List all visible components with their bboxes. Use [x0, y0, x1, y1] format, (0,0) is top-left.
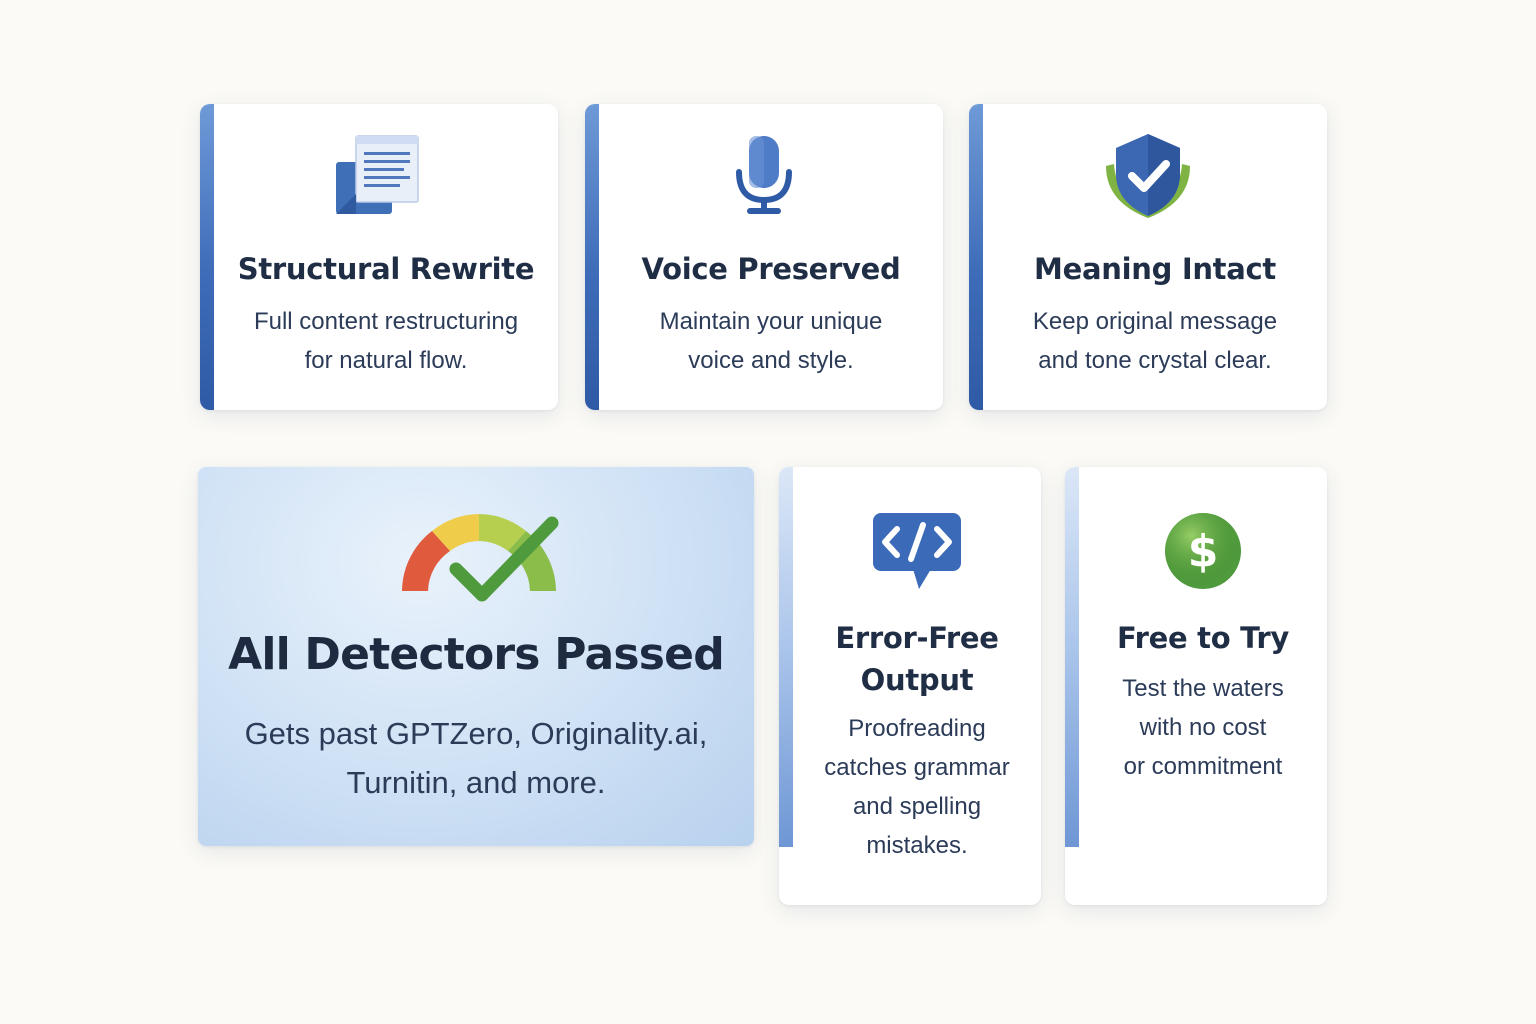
- card-title: Structural Rewrite: [237, 252, 535, 286]
- card-accent-bar: [969, 104, 983, 410]
- card-description: Test the waters with no cost or commitme…: [1122, 675, 1284, 780]
- feature-card-meaning-intact: Meaning Intact Keep original message and…: [969, 104, 1327, 410]
- card-description: Full content restructuring for natural f…: [253, 308, 519, 374]
- card-description: Keep original message and tone crystal c…: [1032, 308, 1278, 374]
- shield-check-icon: [1102, 132, 1194, 227]
- card-accent-bar: [200, 104, 214, 410]
- card-description: Proofreading catches grammar and spellin…: [824, 715, 1010, 859]
- document-icon: [334, 132, 424, 223]
- card-accent-bar: [779, 467, 793, 847]
- code-bubble-icon: [871, 511, 963, 596]
- svg-text:$: $: [1188, 526, 1219, 577]
- card-accent-bar: [585, 104, 599, 410]
- card-description: Gets past GPTZero, Originality.ai, Turni…: [244, 716, 708, 800]
- card-accent-bar: [1065, 467, 1079, 847]
- card-description: Maintain your unique voice and style.: [659, 308, 883, 374]
- card-title: Meaning Intact: [1034, 252, 1276, 286]
- microphone-icon: [729, 132, 799, 225]
- feature-card-free-to-try: $ Free to Try Test the waters with no co…: [1065, 467, 1327, 905]
- feature-card-voice-preserved: Voice Preserved Maintain your unique voi…: [585, 104, 943, 410]
- feature-card-structural-rewrite: Structural Rewrite Full content restruct…: [200, 104, 558, 410]
- feature-card-error-free-output: Error-Free Output Proofreading catches g…: [779, 467, 1041, 905]
- card-title: All Detectors Passed: [228, 629, 725, 680]
- card-title: Error-Free Output: [835, 621, 999, 697]
- feature-card-all-detectors-passed: All Detectors Passed Gets past GPTZero, …: [198, 467, 754, 846]
- card-title: Voice Preserved: [641, 252, 901, 286]
- card-title: Free to Try: [1116, 621, 1290, 655]
- dollar-coin-icon: $: [1163, 511, 1243, 596]
- gauge-check-icon: [394, 509, 564, 609]
